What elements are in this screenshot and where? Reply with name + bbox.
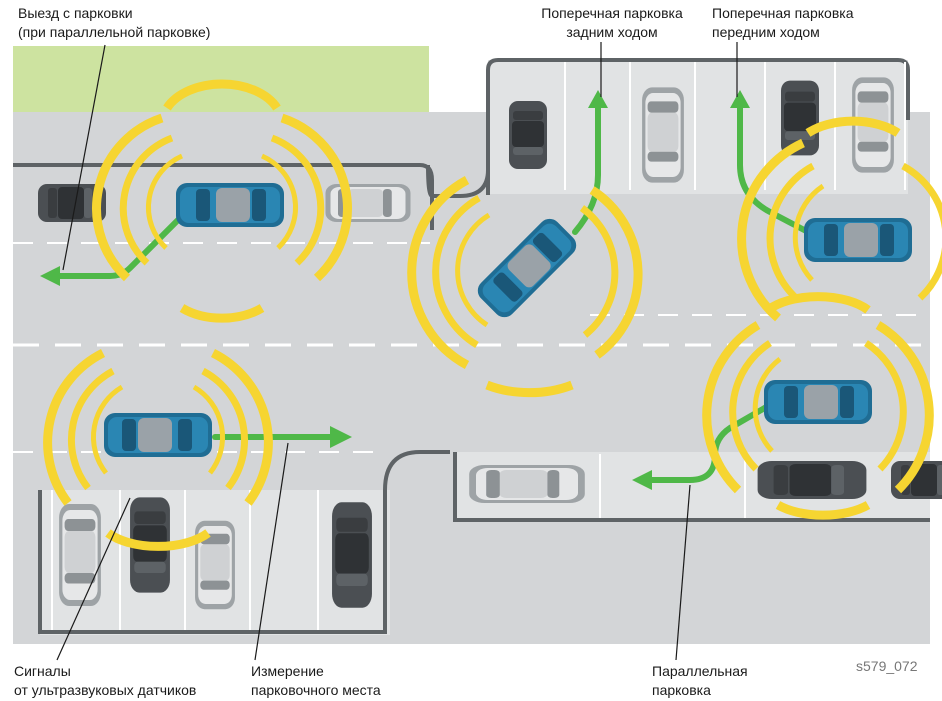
parked-car-icon [469, 465, 585, 503]
parked-car-icon [642, 87, 684, 183]
label-parallel-parking-line2: парковка [652, 682, 711, 698]
label-exit-parking-line1: Выезд с парковки [18, 5, 133, 21]
figure-code: s579_072 [856, 658, 918, 674]
label-exit-parking: Выезд с парковки (при параллельной парко… [18, 4, 210, 42]
parked-car-icon [757, 461, 867, 499]
parked-car-icon [59, 504, 101, 606]
label-reverse-perpendicular: Поперечная парковка задним ходом [527, 4, 697, 42]
active-car-icon [804, 218, 912, 262]
label-reverse-perpendicular-line2: задним ходом [566, 24, 658, 40]
label-reverse-perpendicular-line1: Поперечная парковка [541, 5, 683, 21]
active-car-icon [764, 380, 872, 424]
grass-area-top-left [13, 46, 429, 112]
label-exit-parking-line2: (при параллельной парковке) [18, 24, 211, 40]
parked-car-icon [325, 184, 411, 222]
label-space-measurement: Измерение парковочного места [251, 662, 381, 700]
label-parallel-parking: Параллельная парковка [652, 662, 748, 700]
parked-car-icon [509, 101, 547, 169]
label-forward-perpendicular-line1: Поперечная парковка [712, 5, 854, 21]
label-forward-perpendicular: Поперечная парковка передним ходом [712, 4, 853, 42]
label-space-measurement-line2: парковочного места [251, 682, 381, 698]
active-car-icon [176, 183, 284, 227]
label-parallel-parking-line1: Параллельная [652, 663, 748, 679]
ultrasonic-wave-icon [43, 79, 942, 551]
active-car-icon [104, 413, 212, 457]
label-forward-perpendicular-line2: передним ходом [712, 24, 820, 40]
label-ultrasonic-signals-line2: от ультразвуковых датчиков [14, 682, 197, 698]
label-ultrasonic-signals: Сигналы от ультразвуковых датчиков [14, 662, 196, 700]
label-space-measurement-line1: Измерение [251, 663, 324, 679]
path-arrow-icon [572, 102, 601, 235]
parking-lot-top-right [488, 60, 908, 194]
parked-car-icon [332, 502, 372, 608]
label-ultrasonic-signals-line1: Сигналы [14, 663, 71, 679]
